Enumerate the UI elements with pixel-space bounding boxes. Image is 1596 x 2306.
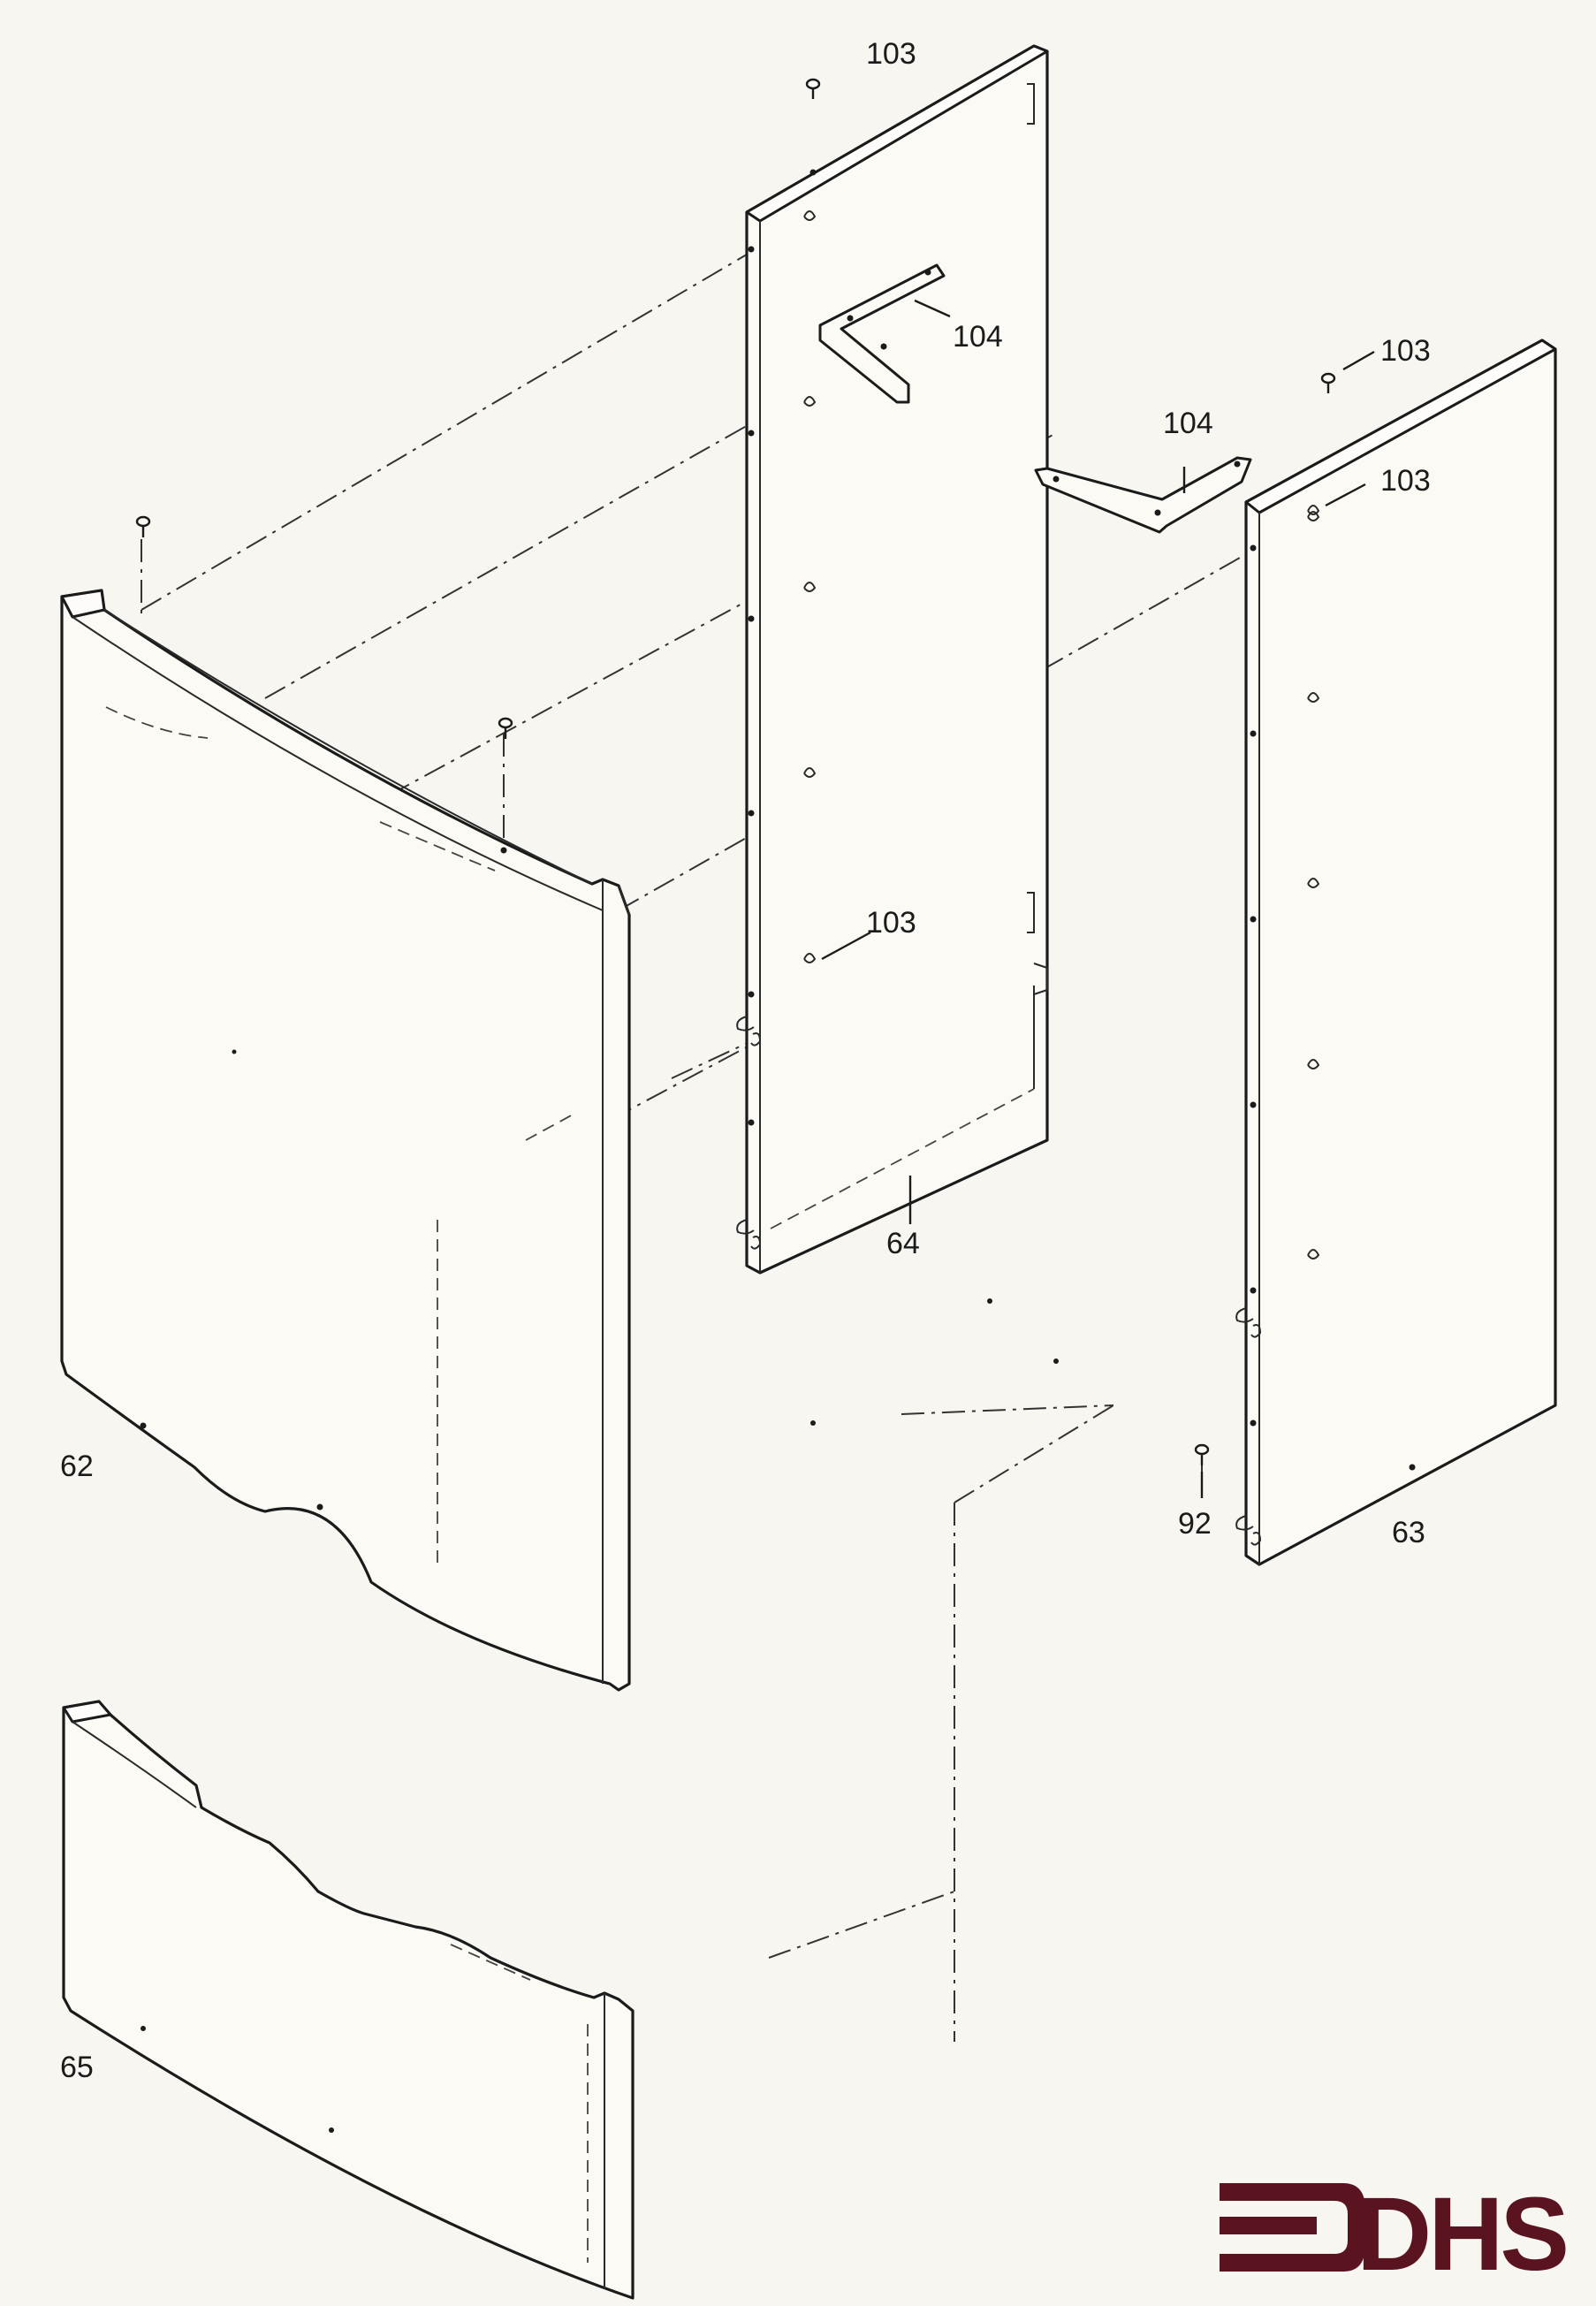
screw-103-top-icon <box>805 78 821 99</box>
rear-panel-hinge-clips <box>736 1016 762 1250</box>
label-63: 63 <box>1392 1516 1425 1549</box>
label-103-right-top: 103 <box>1380 334 1431 368</box>
label-104-center: 104 <box>953 320 1003 354</box>
label-103-right-mid: 103 <box>1380 464 1431 498</box>
side-panel-63 <box>1235 339 1557 1566</box>
screw-62-left-icon <box>135 515 151 537</box>
bracket-104-center <box>818 263 951 404</box>
rear-panel-keyholes <box>803 210 817 963</box>
screw-62-right-icon <box>498 717 513 739</box>
label-103-top: 103 <box>866 37 916 71</box>
label-64: 64 <box>886 1227 920 1260</box>
side-panel-hinge-clips <box>1235 1307 1262 1546</box>
label-65: 65 <box>60 2051 94 2084</box>
screw-103-right-top-icon <box>1320 372 1336 393</box>
rear-panel-64 <box>736 44 1059 1426</box>
side-panel-keyholes <box>1307 505 1320 1260</box>
dhs-logo-text: DHS <box>1357 2176 1566 2293</box>
label-92: 92 <box>1178 1507 1212 1541</box>
dhs-logo: DHS <box>1220 2176 1569 2293</box>
screw-92-icon <box>1194 1443 1210 1465</box>
label-103-center-low: 103 <box>866 906 916 940</box>
screw-103-right-mid-icon <box>1307 511 1320 521</box>
label-62: 62 <box>60 1450 94 1483</box>
part-labels: 103 104 103 104 103 103 64 62 92 63 65 <box>60 37 1431 2084</box>
bracket-104-right <box>1034 456 1252 534</box>
lower-panel-65 <box>62 1700 635 2300</box>
front-panel-62 <box>60 589 631 1692</box>
callout-leaders <box>821 350 1375 1498</box>
label-104-right: 104 <box>1163 407 1213 440</box>
